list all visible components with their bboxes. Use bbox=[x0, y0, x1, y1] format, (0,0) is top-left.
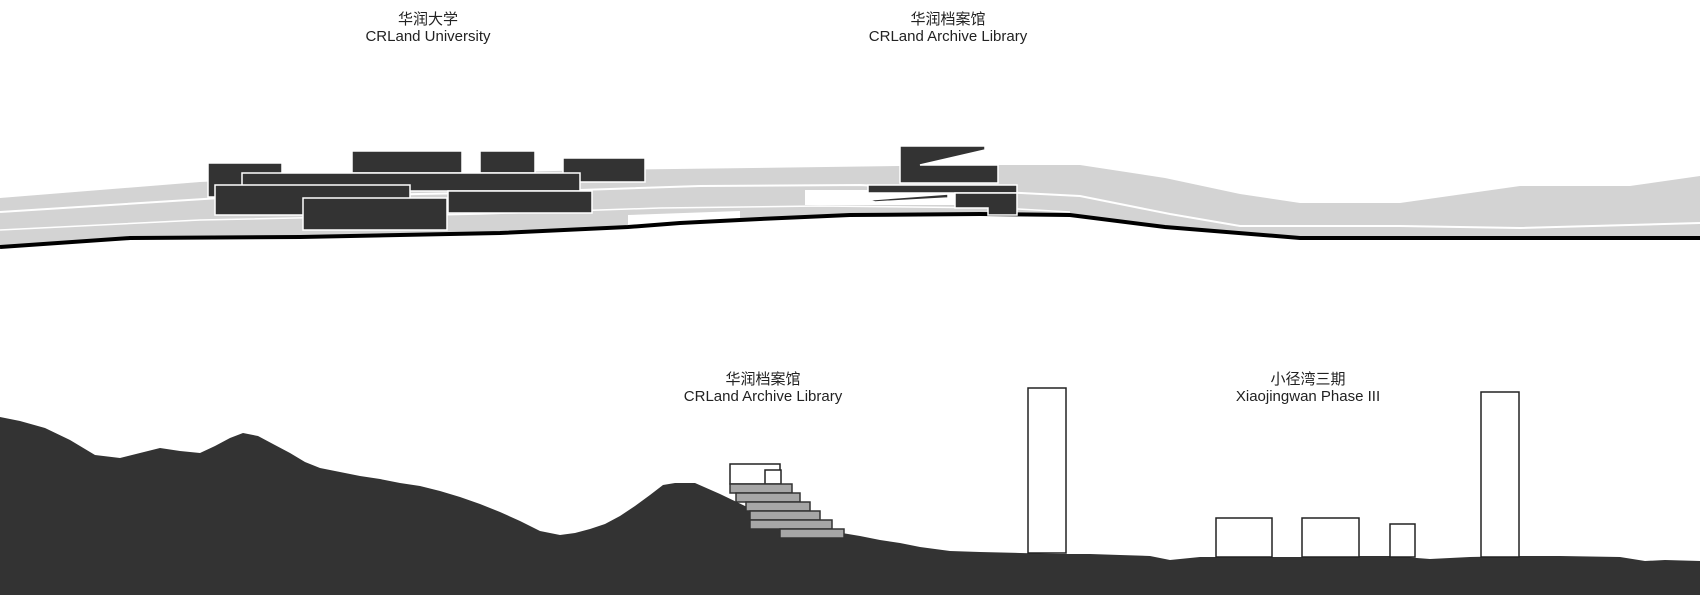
lowrise-block bbox=[1389, 523, 1416, 558]
building-block bbox=[479, 150, 536, 174]
archive-wing bbox=[867, 184, 1018, 194]
xiaojingwan-label-en: Xiaojingwan Phase III bbox=[1235, 388, 1381, 405]
archive-bottom-label-zh: 华润档案馆 bbox=[725, 370, 801, 388]
archive-top-label: 华润档案馆 CRLand Archive Library bbox=[869, 10, 1027, 46]
archive-terrace bbox=[729, 483, 793, 494]
xiaojingwan-label-zh: 小径湾三期 bbox=[1270, 370, 1346, 388]
archive-wing bbox=[954, 192, 1018, 216]
archive-terrace bbox=[749, 510, 821, 521]
building-block bbox=[447, 190, 593, 214]
archive-ramp bbox=[867, 193, 949, 203]
tower-right bbox=[1480, 391, 1520, 558]
lowrise-block bbox=[1301, 517, 1360, 558]
building-block bbox=[351, 150, 463, 174]
xiaojingwan-label: 小径湾三期 Xiaojingwan Phase III bbox=[1236, 370, 1380, 406]
archive-terrace bbox=[779, 528, 845, 539]
archive-roof bbox=[899, 145, 999, 184]
ground-line bbox=[0, 211, 1700, 249]
university-label-en: CRLand University bbox=[365, 28, 491, 45]
archive-bottom-label: 华润档案馆 CRLand Archive Library bbox=[684, 370, 842, 406]
archive-top-label-en: CRLand Archive Library bbox=[868, 28, 1028, 45]
archive-bottom-label-en: CRLand Archive Library bbox=[683, 388, 843, 405]
archive-library-section bbox=[729, 463, 845, 539]
terrain bbox=[0, 417, 1700, 595]
xiaojingwan-buildings bbox=[1027, 387, 1520, 558]
lowrise-block bbox=[1215, 517, 1273, 558]
university-label: 华润大学 CRLand University bbox=[365, 10, 490, 46]
university-label-zh: 华润大学 bbox=[397, 10, 459, 28]
archive-terrace bbox=[745, 501, 811, 512]
tower-left bbox=[1027, 387, 1067, 554]
site-plan bbox=[0, 145, 1700, 249]
site-section bbox=[0, 387, 1700, 595]
archive-library-plan bbox=[867, 145, 1018, 216]
archive-terrace bbox=[735, 492, 801, 503]
university-buildings bbox=[207, 150, 646, 231]
archive-top-volume bbox=[764, 469, 782, 485]
archive-top-label-zh: 华润档案馆 bbox=[910, 10, 986, 28]
building-block bbox=[302, 197, 448, 231]
archive-terrace bbox=[749, 519, 833, 530]
